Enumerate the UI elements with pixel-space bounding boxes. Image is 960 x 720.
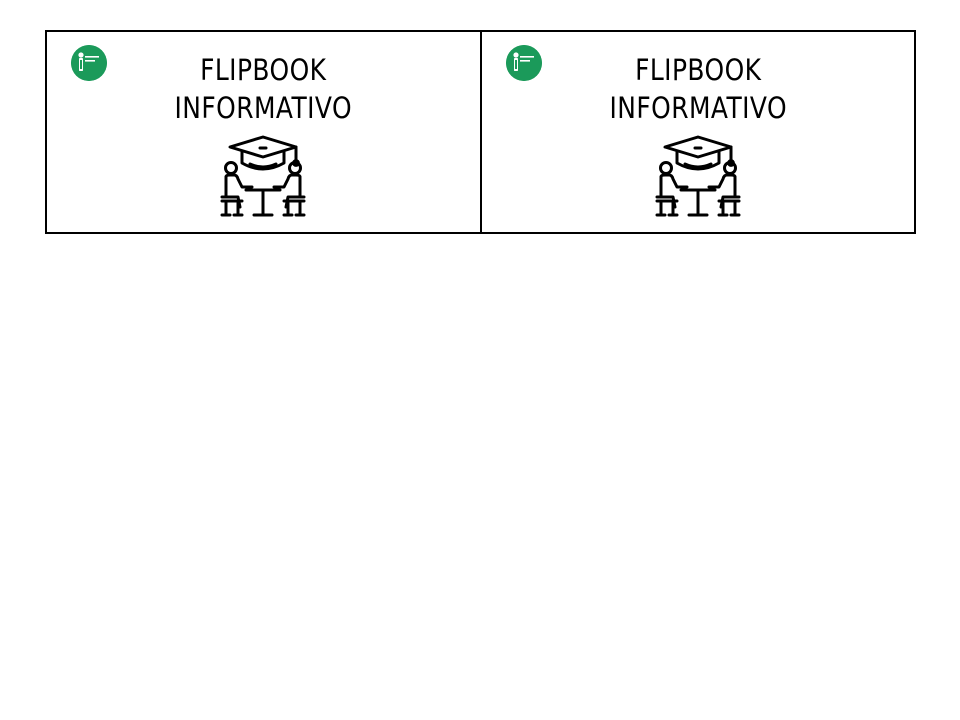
flipbook-sheet: FLIPBOOK INFORMATIVO	[45, 30, 916, 234]
card-title: FLIPBOOK INFORMATIVO	[77, 51, 449, 127]
graduation-cap-meeting-icon	[218, 131, 308, 221]
flipbook-card-right: FLIPBOOK INFORMATIVO	[479, 32, 915, 232]
card-title-line1: FLIPBOOK	[200, 53, 327, 87]
card-title-line2: INFORMATIVO	[608, 91, 787, 125]
card-title-line1: FLIPBOOK	[634, 53, 761, 87]
green-circle-logo-icon	[71, 45, 107, 81]
flipbook-card-left: FLIPBOOK INFORMATIVO	[47, 32, 480, 232]
card-title: FLIPBOOK INFORMATIVO	[512, 51, 884, 127]
card-title-line2: INFORMATIVO	[174, 91, 353, 125]
green-circle-logo-icon	[505, 45, 542, 81]
graduation-cap-meeting-icon	[653, 131, 743, 221]
